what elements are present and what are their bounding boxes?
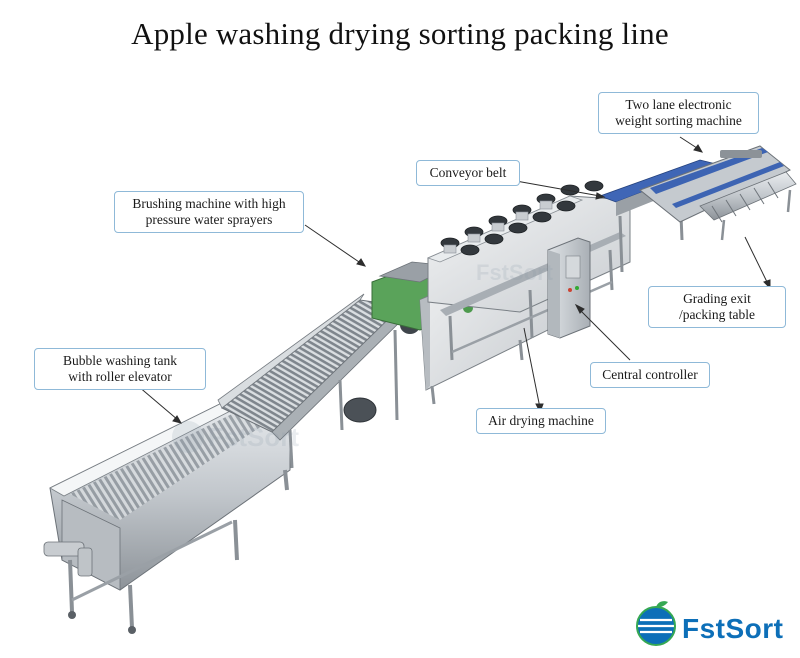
- svg-text:FstSort: FstSort: [208, 422, 299, 452]
- weight-sorting-machine: [638, 145, 797, 241]
- page-title: Apple washing drying sorting packing lin…: [131, 16, 669, 51]
- label-conveyor-belt: Conveyor belt: [416, 160, 520, 186]
- svg-text:FstSort: FstSort: [476, 260, 554, 285]
- label-bubble-washing-tank: Bubble washing tank with roller elevator: [34, 348, 206, 390]
- bubble-washing-tank: [43, 397, 291, 634]
- label-brushing-machine: Brushing machine with high pressure wate…: [114, 191, 304, 233]
- fstsort-logo: [636, 601, 676, 646]
- label-grading-exit: Grading exit /packing table: [648, 286, 786, 328]
- label-air-drying-machine: Air drying machine: [476, 408, 606, 434]
- callout-leaders: [137, 136, 771, 424]
- brand-watermark: FstSort FstSort: [172, 260, 554, 453]
- label-weight-sorting-machine: Two lane electronic weight sorting machi…: [598, 92, 759, 134]
- brand-name: FstSort: [682, 613, 784, 644]
- central-controller-cabinet: [547, 237, 591, 339]
- label-central-controller: Central controller: [590, 362, 710, 388]
